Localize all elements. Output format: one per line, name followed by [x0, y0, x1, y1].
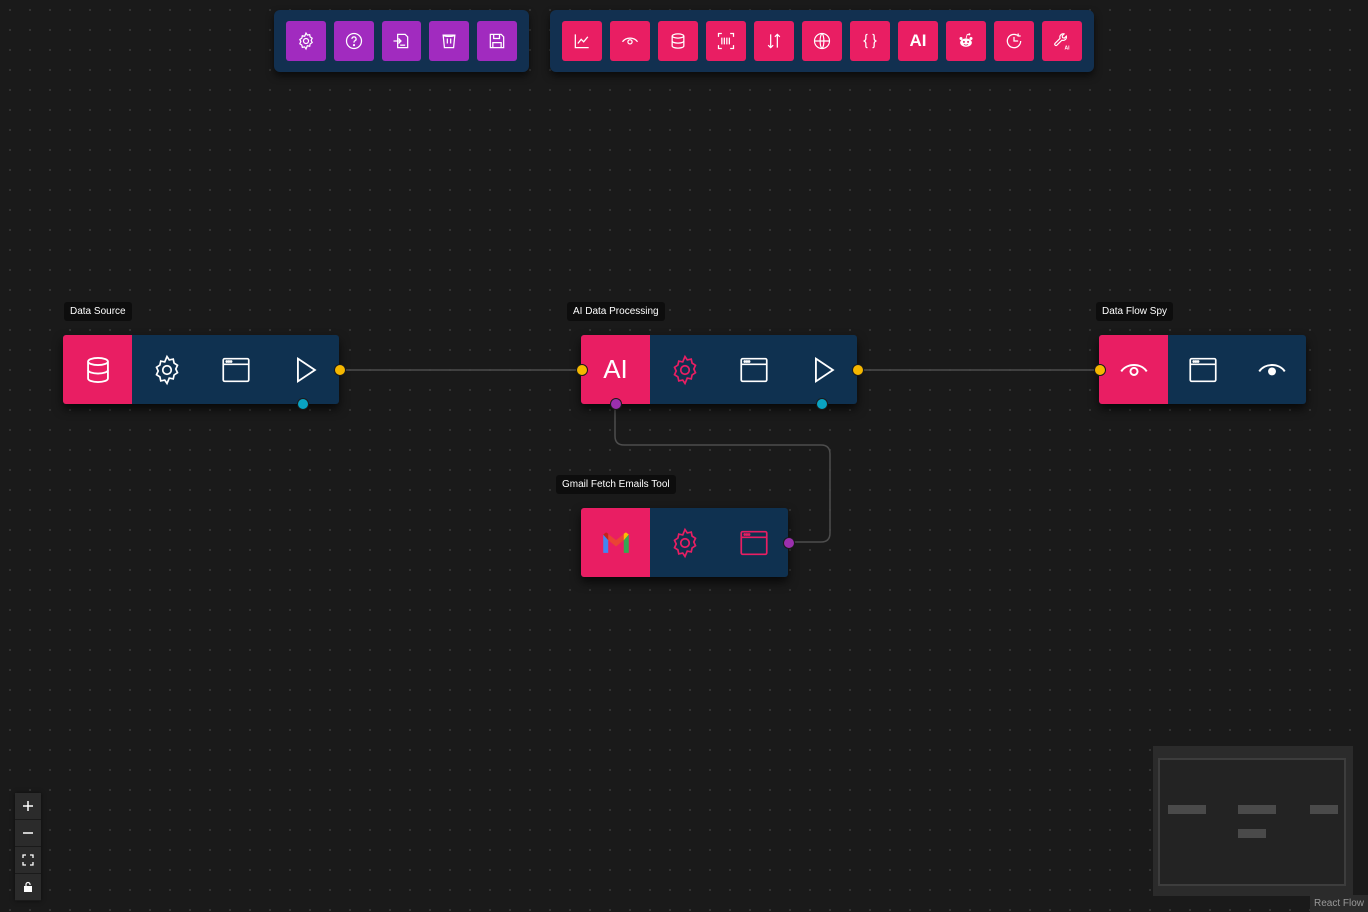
minimap-node [1238, 805, 1276, 814]
add-web-node-button[interactable] [802, 21, 842, 61]
reddit-icon [959, 33, 973, 47]
data-source-output-handle[interactable] [334, 364, 346, 376]
play-icon [296, 356, 317, 383]
ai-icon: AI [603, 354, 628, 384]
add-spy-node-button[interactable] [610, 21, 650, 61]
barcode-scan-icon [717, 32, 735, 50]
node-label-gmail-tool: Gmail Fetch Emails Tool [556, 475, 676, 494]
data-source-run-button[interactable] [270, 335, 339, 404]
minimap-node [1238, 829, 1266, 838]
eye-filled-icon [1257, 363, 1286, 375]
svg-text:AI: AI [1065, 45, 1071, 51]
ai-processing-output-handle[interactable] [852, 364, 864, 376]
flow-controls [15, 793, 41, 901]
eye-icon [1119, 363, 1148, 376]
add-database-node-button[interactable] [658, 21, 698, 61]
gmail-icon [602, 531, 629, 553]
settings-button[interactable] [286, 21, 326, 61]
settings-icon [298, 31, 313, 51]
zoom-in-button[interactable] [15, 793, 41, 820]
clear-button[interactable] [429, 21, 470, 61]
add-history-node-button[interactable] [994, 21, 1034, 61]
add-json-node-button[interactable] [850, 21, 890, 61]
minimap-viewport [1158, 758, 1346, 886]
chart-icon [574, 34, 589, 49]
data-flow-spy-window-button[interactable] [1168, 335, 1237, 404]
save-button[interactable] [477, 21, 517, 61]
settings-icon [154, 354, 179, 385]
node-gmail-tool[interactable] [581, 508, 788, 577]
ai-icon: AI [909, 31, 927, 50]
data-source-settings-button[interactable] [132, 335, 201, 404]
add-ai-tool-node-button[interactable]: AI [1042, 21, 1082, 61]
ai-processing-bottom-handle[interactable] [816, 398, 828, 410]
minimap-node [1168, 805, 1206, 814]
minus-icon [23, 832, 33, 834]
window-icon [739, 357, 768, 382]
gmail-tool-output-handle[interactable] [783, 537, 795, 549]
ai-processing-run-button[interactable] [788, 335, 857, 404]
data-source-window-button[interactable] [201, 335, 270, 404]
data-source-bottom-handle[interactable] [297, 398, 309, 410]
toolbar-file-actions [274, 10, 529, 72]
window-icon [221, 357, 250, 382]
save-icon [489, 33, 505, 49]
toolbar-node-palette: AI AI [550, 10, 1094, 72]
clear-icon [442, 34, 456, 49]
node-data-source[interactable] [63, 335, 339, 404]
fit-view-button[interactable] [15, 847, 41, 874]
add-ai-node-button[interactable]: AI [898, 21, 938, 61]
plus-icon [23, 801, 33, 811]
zoom-out-button[interactable] [15, 820, 41, 847]
ai-processing-input-handle[interactable] [576, 364, 588, 376]
node-label-data-flow-spy: Data Flow Spy [1096, 302, 1174, 321]
data-flow-spy-main-cell[interactable] [1099, 335, 1168, 404]
data-source-main-cell[interactable] [63, 335, 132, 404]
ai-processing-tool-handle[interactable] [610, 398, 622, 410]
gmail-tool-settings-button[interactable] [650, 508, 719, 577]
window-icon [1188, 357, 1217, 382]
minimap-node [1310, 805, 1338, 814]
node-ai-processing[interactable]: AI [581, 335, 857, 404]
edge-gmail-to-ai[interactable] [614, 409, 831, 543]
sort-arrows-icon [767, 33, 781, 49]
import-icon [393, 33, 409, 49]
settings-icon [672, 354, 697, 385]
ai-processing-window-button[interactable] [719, 335, 788, 404]
lock-icon [24, 881, 32, 892]
window-icon [739, 530, 768, 555]
gmail-tool-main-cell[interactable] [581, 508, 650, 577]
lock-button[interactable] [15, 874, 41, 901]
database-icon [671, 33, 685, 49]
ai-processing-main-cell[interactable]: AI [581, 335, 650, 404]
database-icon [86, 356, 109, 383]
attribution-link[interactable]: React Flow [1309, 895, 1368, 912]
ai-tool-wrench-icon: AI [1054, 33, 1071, 51]
help-button[interactable] [333, 21, 374, 61]
import-button[interactable] [381, 21, 422, 61]
gmail-tool-window-button[interactable] [719, 508, 788, 577]
add-chart-node-button[interactable] [562, 21, 602, 61]
node-label-data-source: Data Source [64, 302, 132, 321]
add-scan-node-button[interactable] [706, 21, 746, 61]
data-flow-spy-input-handle[interactable] [1094, 364, 1106, 376]
add-reddit-node-button[interactable] [946, 21, 986, 61]
clock-history-icon [1006, 33, 1022, 49]
help-icon [345, 32, 362, 50]
node-data-flow-spy[interactable] [1099, 335, 1306, 404]
www-icon [813, 32, 831, 50]
eye-icon [621, 37, 639, 45]
node-label-ai-processing: AI Data Processing [567, 302, 665, 321]
settings-icon [672, 527, 697, 558]
play-icon [814, 356, 835, 383]
ai-processing-settings-button[interactable] [650, 335, 719, 404]
fit-view-icon [22, 854, 34, 866]
json-braces-icon [862, 33, 878, 49]
minimap[interactable] [1153, 746, 1353, 896]
data-flow-spy-view-button[interactable] [1237, 335, 1306, 404]
add-sort-node-button[interactable] [754, 21, 794, 61]
